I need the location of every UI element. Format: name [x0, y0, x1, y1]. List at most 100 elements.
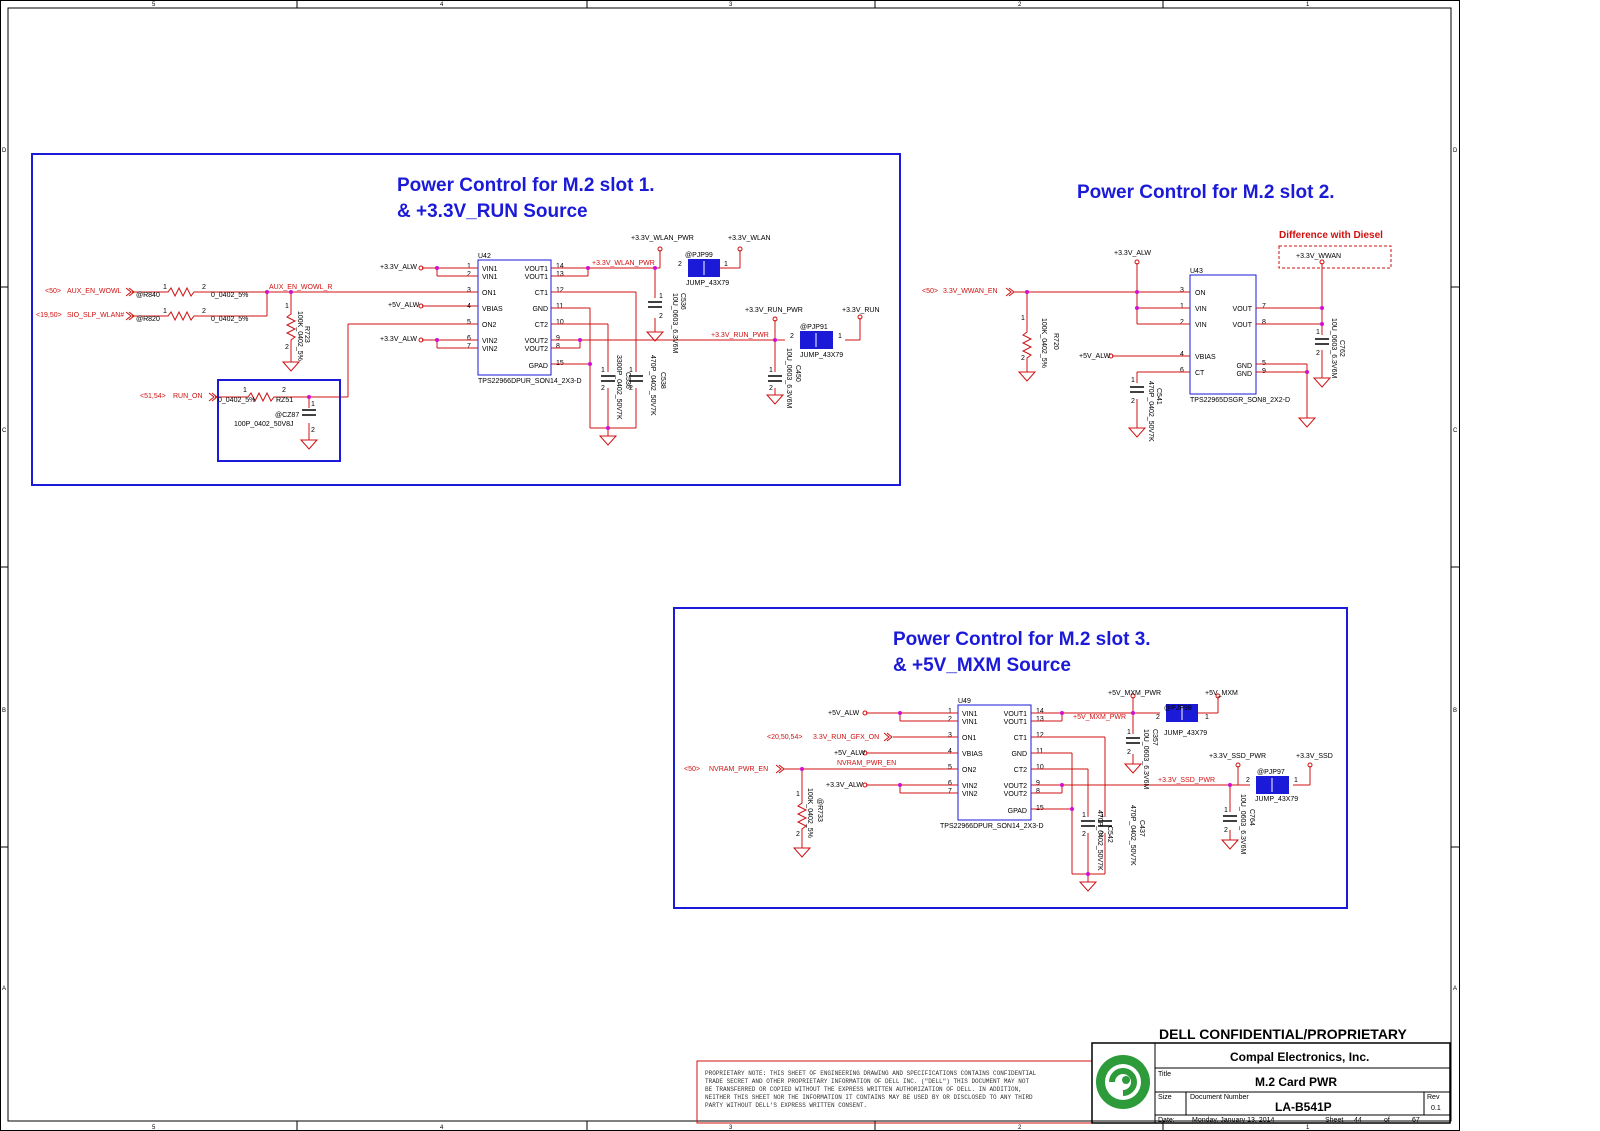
pin-name: VIN1: [482, 274, 498, 281]
aux-ref: <50>: [45, 288, 61, 295]
docnum-label: Document Number: [1190, 1094, 1249, 1101]
c450-val: 10U_0603_6.3V6M: [785, 348, 792, 408]
run-pwr-net: +3.3V_RUN_PWR: [711, 332, 769, 339]
svg-text:1: 1: [659, 293, 663, 300]
u43-right-pin-names: VOUT VOUT GND GND: [1233, 306, 1253, 378]
pin-num: 7: [948, 788, 952, 795]
aux-r-net: AUX_EN_WOWL_R: [269, 284, 332, 291]
u43-ref: U43: [1190, 268, 1203, 275]
section-slot2: Power Control for M.2 slot 2. Difference…: [922, 182, 1392, 442]
title-block: DELL CONFIDENTIAL/PROPRIETARY PROPRIETAR…: [696, 1026, 1451, 1124]
r720-val: 100K_0402_5%: [1040, 318, 1047, 368]
ground-symbol: [1018, 371, 1036, 382]
mxm-pwr-net: +5V_MXM_PWR: [1073, 714, 1126, 721]
slot1-junction-circles: [418, 246, 863, 343]
titleblock-grid: [1091, 1042, 1451, 1124]
svg-text:1: 1: [163, 308, 167, 315]
row-label: D: [1453, 148, 1458, 154]
c538-ref: C538: [659, 372, 666, 389]
u49-left-pin-nums: 1 2 3 4 5 6 7: [948, 708, 952, 795]
c542-capacitor: [1081, 820, 1095, 827]
u43-left-pin-names: ON VIN VIN VBIAS CT: [1195, 290, 1216, 377]
section-slot1: Power Control for M.2 slot 1. & +3.3V_RU…: [31, 153, 901, 486]
pin-num: 8: [1262, 319, 1266, 326]
pjp98-ref: @PJP98: [1164, 705, 1192, 712]
5v-alw-label: +5V_ALW: [828, 710, 860, 717]
gfx-port-arrow: [883, 732, 890, 742]
pin-name: VOUT1: [525, 266, 548, 273]
pin-num: 2: [1180, 319, 1184, 326]
wwan-port-arrow: [1005, 287, 1012, 297]
svg-text:1: 1: [1127, 729, 1131, 736]
c762-val: 10U_0603_6.3V6M: [1330, 318, 1337, 378]
c538-val: 470P_0402_50V7K: [649, 355, 656, 416]
svg-text:2: 2: [629, 385, 633, 392]
svg-text:2: 2: [202, 308, 206, 315]
ssd-label: +3.3V_SSD: [1296, 753, 1333, 760]
pin-num: 10: [1036, 764, 1044, 771]
confidential-label: DELL CONFIDENTIAL/PROPRIETARY: [1159, 1026, 1408, 1042]
svg-text:2: 2: [659, 313, 663, 320]
slot1-title: Power Control for M.2 slot 1.: [397, 175, 655, 196]
svg-text:2: 2: [202, 284, 206, 291]
ground-symbol: [599, 435, 617, 446]
rev-label: Rev: [1427, 1094, 1440, 1101]
pin-num: 10: [556, 319, 564, 326]
of-value: 67: [1412, 1117, 1420, 1124]
sio-ref: <19,50>: [36, 312, 62, 319]
r840-resistor: [158, 286, 200, 298]
5v-alw-label: +5V_ALW: [834, 750, 866, 757]
pin-num: 12: [556, 287, 564, 294]
slot1-wires: [132, 250, 861, 440]
nvram-port-arrow: [775, 764, 782, 774]
alw-label: +3.3V_ALW: [380, 264, 417, 271]
pjp98-jumper: [1166, 704, 1198, 722]
svg-text:1: 1: [1100, 812, 1104, 819]
pin-name: CT1: [535, 290, 548, 297]
pin-name: VIN2: [962, 791, 978, 798]
u49-right-pin-names: VOUT1 VOUT1 CT1 GND CT2 VOUT2 VOUT2 GPAD: [1004, 711, 1027, 815]
svg-text:1: 1: [769, 367, 773, 374]
wwan-net: 3.3V_WWAN_EN: [943, 288, 998, 295]
u49-right-pin-nums: 14 13 12 11 10 9 8 15: [1036, 708, 1044, 812]
c536-capacitor: [648, 301, 662, 308]
svg-text:1: 1: [1021, 315, 1025, 322]
svg-text:2: 2: [1316, 350, 1320, 357]
pin-name: ON1: [482, 290, 497, 297]
c536b-ref: C536: [624, 372, 631, 389]
ground-symbol: [1079, 881, 1097, 892]
c541-capacitor: [1130, 386, 1144, 393]
pin-name: VIN1: [482, 266, 498, 273]
row-label: C: [1453, 428, 1458, 434]
pjp97-ref: @PJP97: [1257, 769, 1285, 776]
r820-val: 0_0402_5%: [211, 316, 248, 323]
pin-name: ON: [1195, 290, 1206, 297]
pin-num: 6: [467, 335, 471, 342]
pjp91-jumper: [800, 331, 833, 349]
pjp98-val: JUMP_43X79: [1164, 730, 1207, 737]
gfx-ref: <20,50,54>: [767, 734, 802, 741]
c542-val: 470P_0402_50V7K: [1096, 810, 1103, 871]
svg-text:1: 1: [1316, 329, 1320, 336]
section-slot3: Power Control for M.2 slot 3. & +5V_MXM …: [673, 607, 1348, 909]
svg-text:2: 2: [601, 385, 605, 392]
date-label: Date:: [1158, 1117, 1175, 1124]
svg-text:1: 1: [1294, 777, 1298, 784]
svg-text:1: 1: [724, 261, 728, 268]
ground-symbol: [300, 439, 318, 450]
pin-name: VBIAS: [962, 751, 983, 758]
c536-val: 10U_0603_6.3V6M: [671, 293, 678, 353]
run-ref: <51,54>: [140, 393, 166, 400]
svg-text:1: 1: [629, 367, 633, 374]
pin-num: 7: [1262, 303, 1266, 310]
ssd-pwr-net: +3.3V_SSD_PWR: [1158, 777, 1215, 784]
c536-ref: C536: [679, 293, 686, 310]
u49-left-pin-names: VIN1 VIN1 ON1 VBIAS ON2 VIN2 VIN2: [962, 711, 983, 798]
svg-text:2: 2: [790, 333, 794, 340]
svg-text:1: 1: [285, 303, 289, 310]
svg-text:1: 1: [1131, 377, 1135, 384]
slot1-port-arrows: [125, 287, 218, 402]
ground-symbol: [793, 847, 811, 858]
pin-num: 6: [1180, 367, 1184, 374]
col-label: 5: [152, 2, 156, 8]
